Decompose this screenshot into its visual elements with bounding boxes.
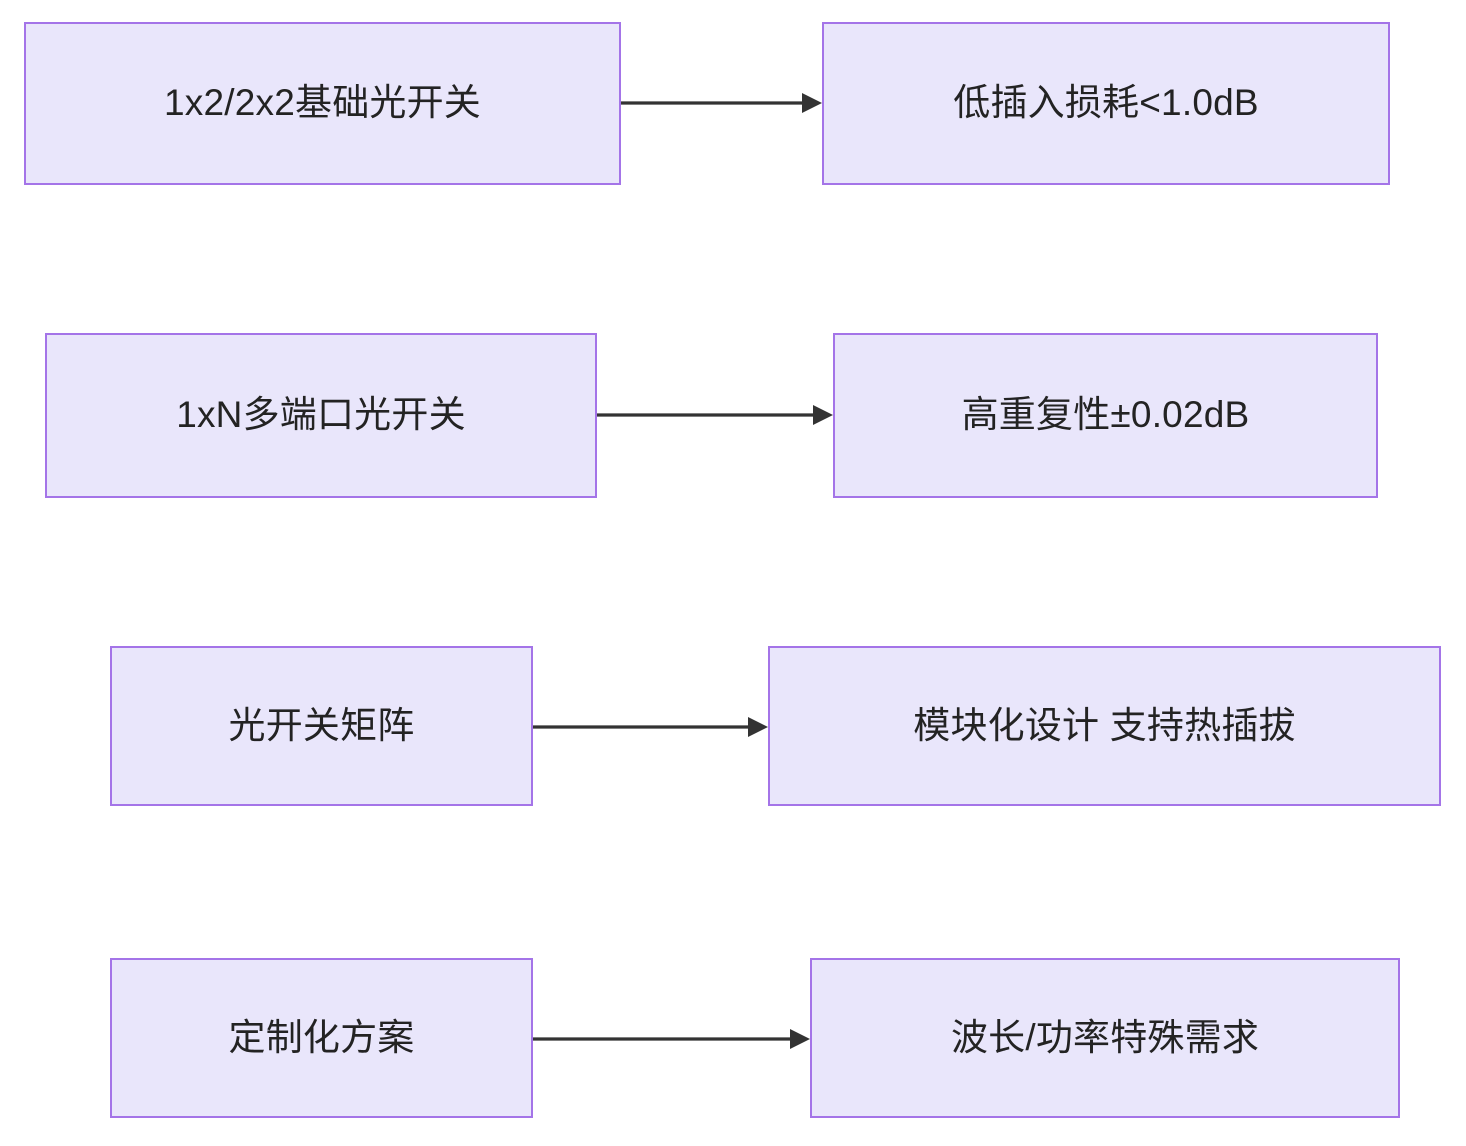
node-label: 低插入损耗<1.0dB xyxy=(953,82,1259,124)
node-low-insertion-loss[interactable]: 低插入损耗<1.0dB xyxy=(822,22,1390,185)
connector-row-3 xyxy=(533,717,768,737)
node-label: 1x2/2x2基础光开关 xyxy=(164,82,481,124)
node-basic-optical-switch[interactable]: 1x2/2x2基础光开关 xyxy=(24,22,621,185)
connector-row-4 xyxy=(533,1029,810,1049)
connector-row-1 xyxy=(621,93,822,113)
node-label: 波长/功率特殊需求 xyxy=(950,1016,1260,1058)
node-label: 光开关矩阵 xyxy=(228,704,415,746)
node-wavelength-power-needs[interactable]: 波长/功率特殊需求 xyxy=(810,958,1400,1118)
node-label: 高重复性±0.02dB xyxy=(961,394,1250,436)
node-label: 定制化方案 xyxy=(228,1016,415,1058)
node-modular-hotswap[interactable]: 模块化设计 支持热插拔 xyxy=(768,646,1441,806)
node-label: 1xN多端口光开关 xyxy=(176,394,466,436)
node-custom-solution[interactable]: 定制化方案 xyxy=(110,958,533,1118)
node-label: 模块化设计 支持热插拔 xyxy=(913,704,1296,746)
node-multiport-optical-switch[interactable]: 1xN多端口光开关 xyxy=(45,333,597,498)
node-optical-switch-matrix[interactable]: 光开关矩阵 xyxy=(110,646,533,806)
node-high-repeatability[interactable]: 高重复性±0.02dB xyxy=(833,333,1378,498)
connector-row-2 xyxy=(597,405,833,425)
